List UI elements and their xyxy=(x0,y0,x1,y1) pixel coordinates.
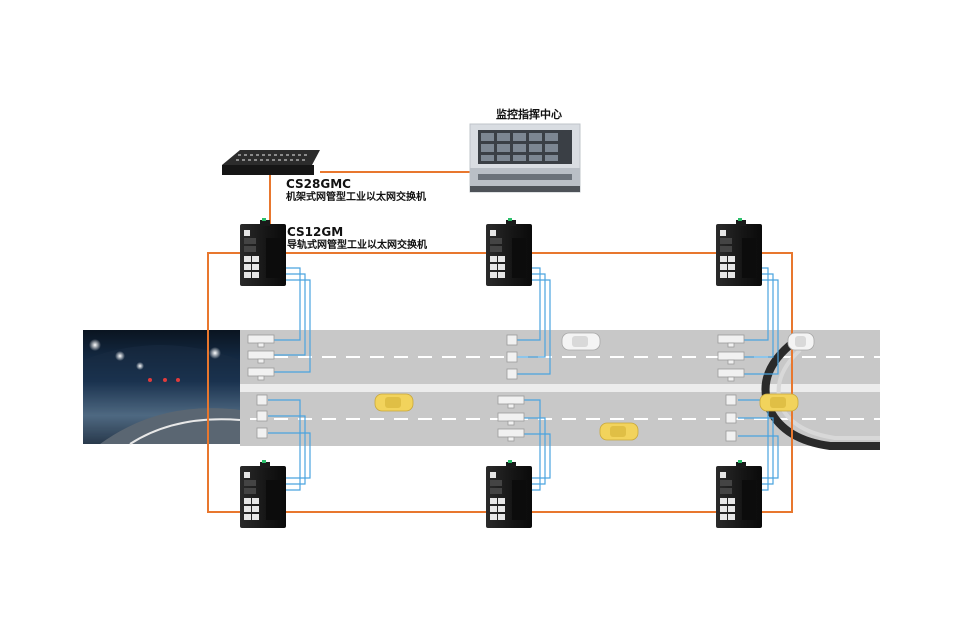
tunnel-light xyxy=(89,339,101,351)
tunnel-signal xyxy=(176,378,180,382)
camera-icon xyxy=(725,394,737,406)
rack-switch-icon xyxy=(222,150,320,175)
camera-icon xyxy=(506,334,518,346)
tunnel-photo xyxy=(83,330,241,445)
rail-switch-icon xyxy=(240,460,286,528)
camera-icon xyxy=(717,368,745,382)
camera-icon xyxy=(506,368,518,380)
copper-links xyxy=(268,267,779,491)
rail-switch-icon xyxy=(486,218,532,286)
camera-icon xyxy=(725,430,737,442)
rail-switch-icon xyxy=(716,218,762,286)
car-icon xyxy=(374,393,414,412)
rail-switch-label: CS12GM 导轨式网管型工业以太网交换机 xyxy=(287,225,427,251)
camera-icon xyxy=(717,351,745,365)
rail-switch-icon xyxy=(486,460,532,528)
road-median xyxy=(240,384,880,392)
car-icon xyxy=(599,422,639,441)
tunnel-light xyxy=(136,362,144,370)
camera-icon xyxy=(256,427,268,439)
rail-switches xyxy=(240,218,762,528)
car-icon xyxy=(787,332,815,351)
car-icon xyxy=(561,332,601,351)
tunnel-light xyxy=(115,351,125,361)
camera-icon xyxy=(725,412,737,424)
center-title: 监控指挥中心 xyxy=(496,108,562,121)
cars xyxy=(374,332,815,441)
camera-icon xyxy=(247,350,275,364)
camera-icon xyxy=(497,428,525,442)
camera-icon xyxy=(256,410,268,422)
camera-icon xyxy=(717,334,745,348)
camera-icon xyxy=(247,334,275,348)
rail-switch-desc: 导轨式网管型工业以太网交换机 xyxy=(287,239,427,251)
tunnel-signal xyxy=(148,378,152,382)
rail-switch-icon xyxy=(716,460,762,528)
road xyxy=(240,330,880,450)
video-wall-icon xyxy=(469,123,581,193)
core-switch-desc: 机架式网管型工业以太网交换机 xyxy=(286,191,426,203)
camera-icon xyxy=(506,351,518,363)
core-switch-model: CS28GMC xyxy=(286,177,351,191)
rail-switch-icon xyxy=(240,218,286,286)
tunnel-road-line xyxy=(129,418,241,445)
camera-icon xyxy=(247,367,275,381)
car-icon xyxy=(759,393,799,412)
camera-icon xyxy=(497,412,525,426)
camera-icon xyxy=(497,395,525,409)
tunnel-light xyxy=(209,347,221,359)
cameras xyxy=(247,334,745,442)
core-switch-label: CS28GMC 机架式网管型工业以太网交换机 xyxy=(286,177,426,203)
camera-icon xyxy=(256,394,268,406)
rail-switch-model: CS12GM xyxy=(287,225,344,239)
tunnel-signal xyxy=(163,378,167,382)
